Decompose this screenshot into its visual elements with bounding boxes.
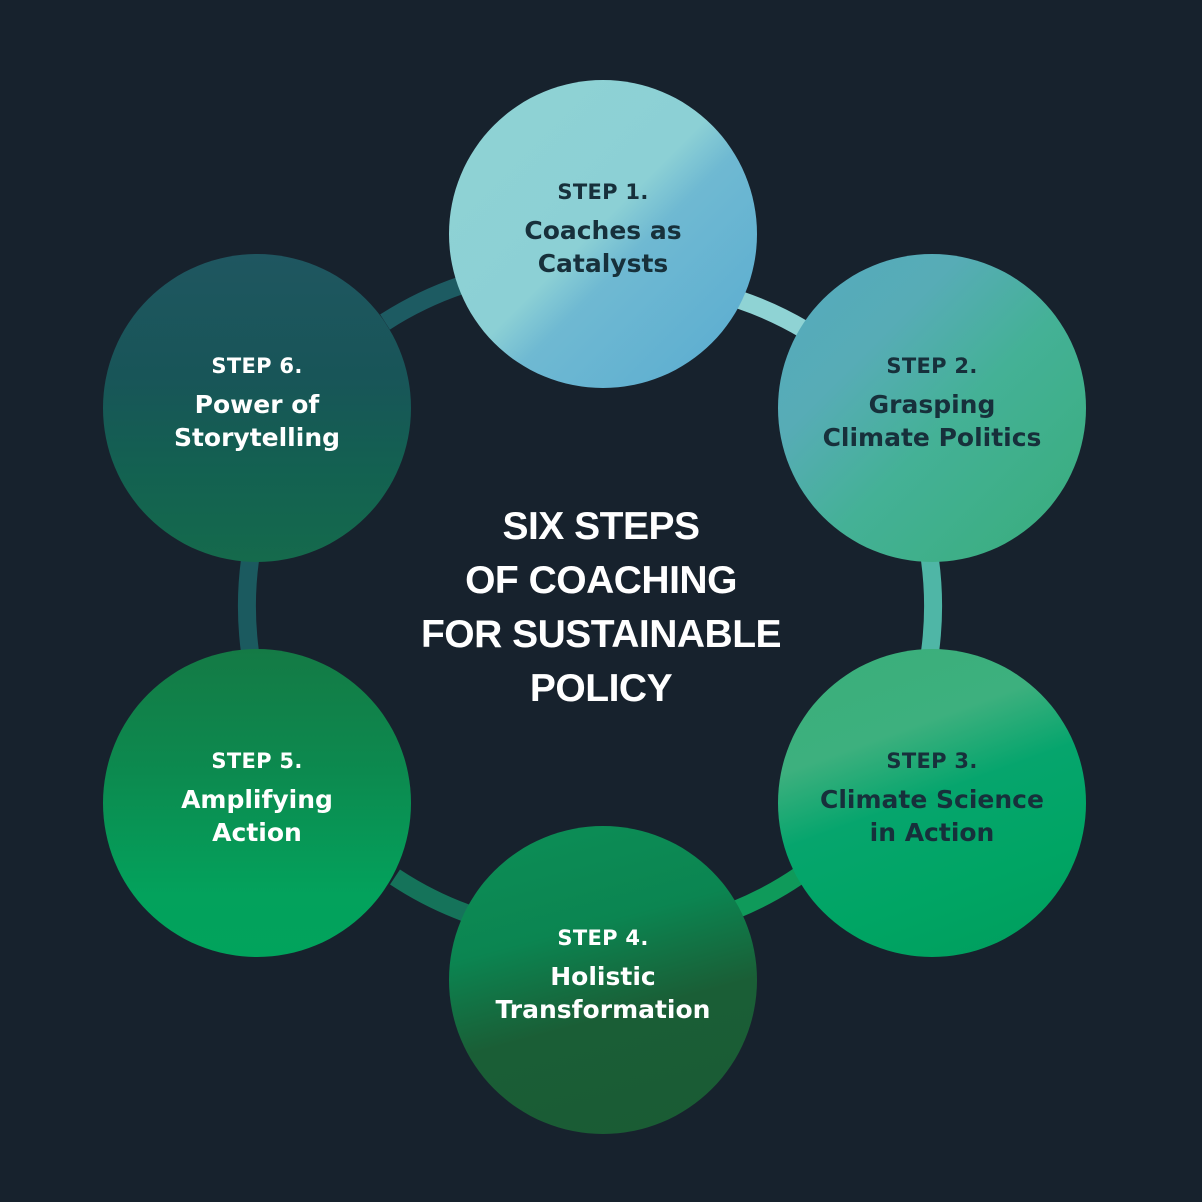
step-2-title-line-2: Climate Politics xyxy=(822,423,1042,452)
step-6-circle: STEP 6. Power of Storytelling xyxy=(103,254,411,562)
step-1-title: Coaches as Catalysts xyxy=(524,214,681,280)
step-1-title-line-1: Coaches as xyxy=(524,216,682,245)
step-3-circle: STEP 3. Climate Science in Action xyxy=(778,649,1086,957)
step-6-title-line-1: Power of xyxy=(194,390,320,419)
step-3-title-line-1: Climate Science xyxy=(820,785,1044,814)
step-5-circle: STEP 5. Amplifying Action xyxy=(103,649,411,957)
step-2-title: Grasping Climate Politics xyxy=(823,388,1042,454)
center-title-line-1: SIX STEPS xyxy=(502,505,700,548)
ring-segment-2-3 xyxy=(921,558,943,654)
step-6-title-line-2: Storytelling xyxy=(173,423,341,452)
step-5-title-line-1: Amplifying xyxy=(181,785,333,814)
step-6-title: Power of Storytelling xyxy=(174,388,340,454)
ring-segment-6-1 xyxy=(380,276,465,330)
step-4-title-line-2: Transformation xyxy=(495,995,711,1024)
step-2-label: STEP 2. xyxy=(886,354,978,378)
step-5-title-line-2: Action xyxy=(212,818,302,847)
ring-segment-1-2 xyxy=(736,291,810,338)
step-5-label: STEP 5. xyxy=(211,749,303,773)
step-1-title-line-2: Catalysts xyxy=(537,249,669,278)
ring-segment-3-4 xyxy=(731,867,806,919)
ring-segment-5-6 xyxy=(237,558,259,654)
step-4-title-line-1: Holistic xyxy=(550,962,656,991)
step-3-title-line-2: in Action xyxy=(869,818,995,847)
step-4-circle: STEP 4. Holistic Transformation xyxy=(449,826,757,1134)
step-4-label: STEP 4. xyxy=(557,926,649,950)
step-3-title: Climate Science in Action xyxy=(820,783,1044,849)
step-2-title-line-1: Grasping xyxy=(868,390,996,419)
step-2-circle: STEP 2. Grasping Climate Politics xyxy=(778,254,1086,562)
step-4-title: Holistic Transformation xyxy=(496,960,711,1026)
center-title-line-2: OF COACHING xyxy=(465,559,737,602)
ring-segment-4-5 xyxy=(390,869,470,922)
step-6-label: STEP 6. xyxy=(211,354,303,378)
center-title-line-3: FOR SUSTAINABLE xyxy=(420,613,782,656)
center-title-line-4: POLICY xyxy=(529,667,673,710)
step-1-label: STEP 1. xyxy=(557,180,649,204)
step-3-label: STEP 3. xyxy=(886,749,978,773)
step-5-title: Amplifying Action xyxy=(181,783,333,849)
step-1-circle: STEP 1. Coaches as Catalysts xyxy=(449,80,757,388)
center-title: SIX STEPS OF COACHING FOR SUSTAINABLE PO… xyxy=(351,500,851,716)
